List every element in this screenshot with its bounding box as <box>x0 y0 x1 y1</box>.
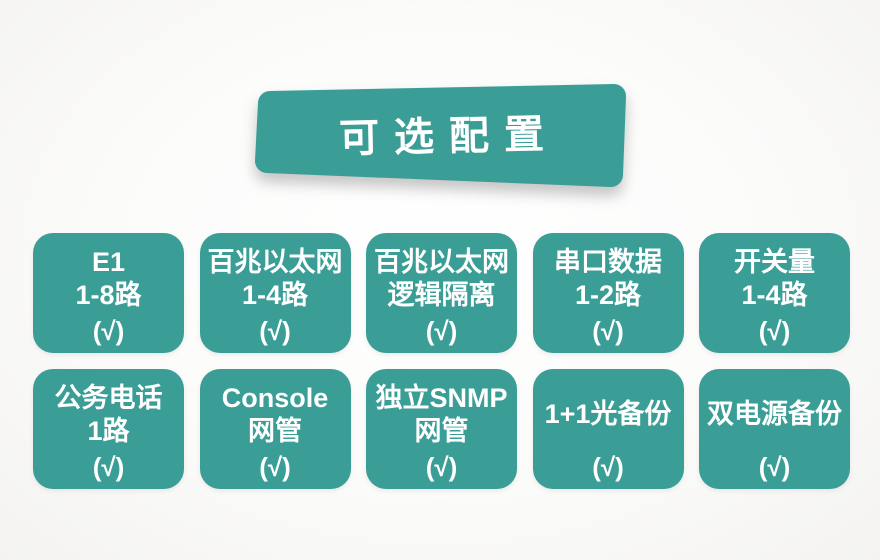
card-title-block: 1+1光备份 <box>535 377 682 452</box>
card-title-line: 百兆以太网 <box>207 246 343 277</box>
card-title-block: 百兆以太网逻辑隔离 <box>368 241 515 316</box>
card-title-line: 网管 <box>248 415 302 446</box>
banner-ribbon: 可选配置 <box>255 84 626 187</box>
card-title-line: 1-4路 <box>241 279 309 310</box>
card-title-line: E1 <box>91 246 126 277</box>
banner-ribbon-shape <box>255 84 626 187</box>
card-title-line: 独立SNMP <box>375 382 508 413</box>
card-title-line: 1路 <box>87 415 130 446</box>
card-check-mark: (√) <box>425 452 458 482</box>
card-title-line: 逻辑隔离 <box>387 279 496 310</box>
config-card: 双电源备份 (√) <box>699 369 850 489</box>
card-title-line: 公务电话 <box>54 382 163 413</box>
card-check-mark: (√) <box>758 316 791 346</box>
card-check-mark: (√) <box>758 452 791 482</box>
card-title-line: 双电源备份 <box>707 399 842 429</box>
card-check-mark: (√) <box>259 316 291 346</box>
card-title-line: 1-4路 <box>741 279 808 310</box>
config-card: 1+1光备份 (√) <box>532 369 684 489</box>
card-title-line: 1+1光备份 <box>544 399 672 429</box>
card-title-line: 开关量 <box>734 246 815 277</box>
card-title-block: 双电源备份 <box>701 377 848 452</box>
card-title-line: Console <box>221 382 329 413</box>
card-title-line: 1-8路 <box>75 279 142 310</box>
card-title-line: 串口数据 <box>554 246 662 277</box>
card-title-line: 百兆以太网 <box>374 246 509 277</box>
card-title-line: 网管 <box>414 415 469 446</box>
card-check-mark: (√) <box>92 316 125 346</box>
card-check-mark: (√) <box>592 316 624 346</box>
page-title: 可选配置 <box>339 113 560 162</box>
card-check-mark: (√) <box>592 452 624 482</box>
card-check-mark: (√) <box>425 316 458 346</box>
config-card: 百兆以太网逻辑隔离 (√) <box>366 233 517 353</box>
card-check-mark: (√) <box>259 452 291 482</box>
card-check-mark: (√) <box>92 452 125 482</box>
card-title-line: 1-2路 <box>574 279 642 310</box>
